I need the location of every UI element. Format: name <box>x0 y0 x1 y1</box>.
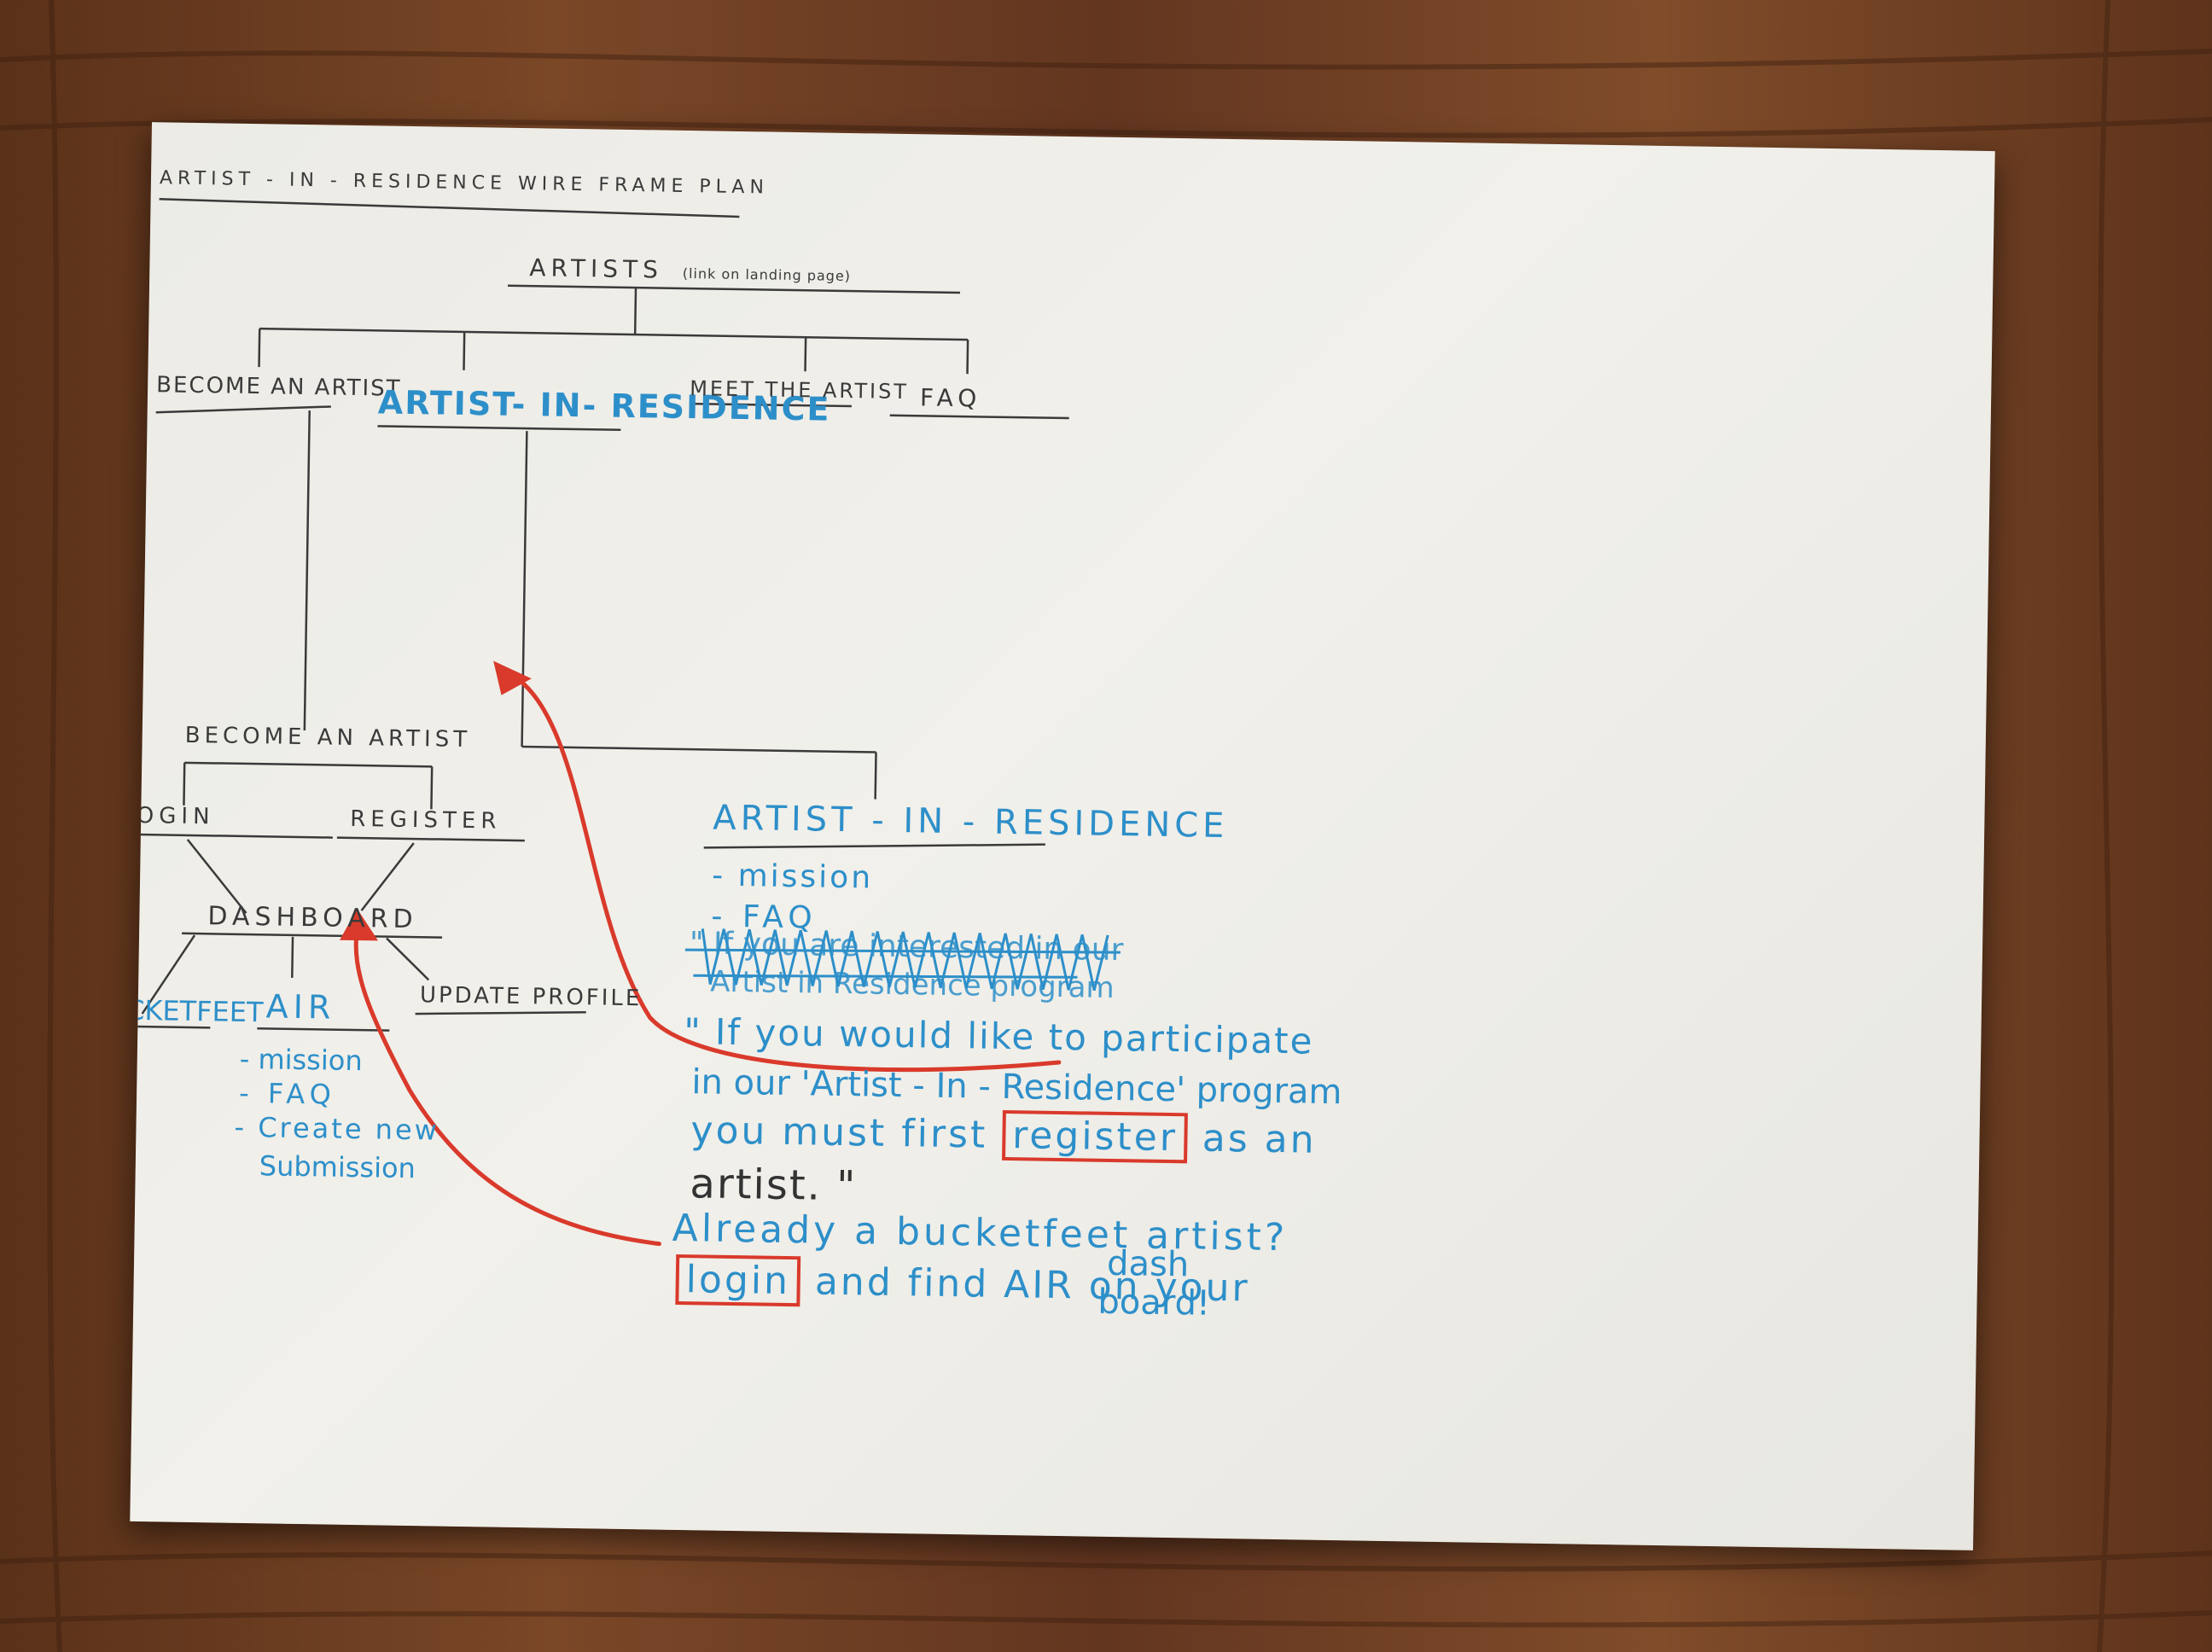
node-login: LOGIN <box>130 802 215 830</box>
quote-line-4: artist. " <box>690 1160 858 1211</box>
node-bucketfeet: BUCKETFEET <box>130 993 264 1029</box>
dash-word: dash <box>1106 1243 1190 1285</box>
register-link-highlight: register <box>1001 1109 1189 1164</box>
quote-line-3-end: as an <box>1202 1116 1317 1162</box>
air-item-submission: Submission <box>259 1149 416 1185</box>
quote-line-1: " If you would like to participate <box>683 1010 1314 1062</box>
air-item-mission: - mission <box>239 1042 363 1078</box>
air-item-faq: - FAQ <box>238 1076 337 1111</box>
already-line: Already a bucketfeet artist? <box>672 1206 1289 1260</box>
board-word: board! <box>1097 1282 1211 1323</box>
node-update-profile: UPDATE PROFILE <box>419 982 643 1012</box>
node-artists: ARTISTS (link on landing page) <box>529 253 852 285</box>
quote-line-3: you must first register as an <box>690 1108 1317 1164</box>
section-air-heading: ARTIST - IN - RESIDENCE <box>712 798 1229 846</box>
node-meet-the-artist: MEET THE ARTIST <box>689 376 910 404</box>
diagram-lines <box>130 198 1121 1247</box>
node-air: AIR <box>265 987 336 1027</box>
air-section-item-mission: - mission <box>711 858 874 896</box>
node-faq: FAQ <box>919 383 982 413</box>
struck-text-line-1: " If you are interested in our <box>689 926 1124 969</box>
login-link-highlight: login <box>675 1254 801 1307</box>
air-item-create-new: - Create new <box>234 1110 440 1147</box>
paper-sheet: ARTIST - IN - RESIDENCE WIRE FRAME PLAN … <box>130 122 1995 1550</box>
quote-line-2: in our 'Artist - In - Residence' program <box>691 1062 1342 1113</box>
node-artists-note: (link on landing page) <box>682 265 852 285</box>
node-become-an-artist: BECOME AN ARTIST <box>155 372 402 402</box>
node-register: REGISTER <box>349 806 502 835</box>
quote-line-3-start: you must first <box>690 1108 988 1157</box>
section-become-heading: BECOME AN ARTIST <box>184 722 472 753</box>
struck-text-line-2: Artist in Residence program <box>709 964 1115 1005</box>
node-artists-label: ARTISTS <box>529 253 664 284</box>
node-dashboard: DASHBOARD <box>207 901 418 935</box>
